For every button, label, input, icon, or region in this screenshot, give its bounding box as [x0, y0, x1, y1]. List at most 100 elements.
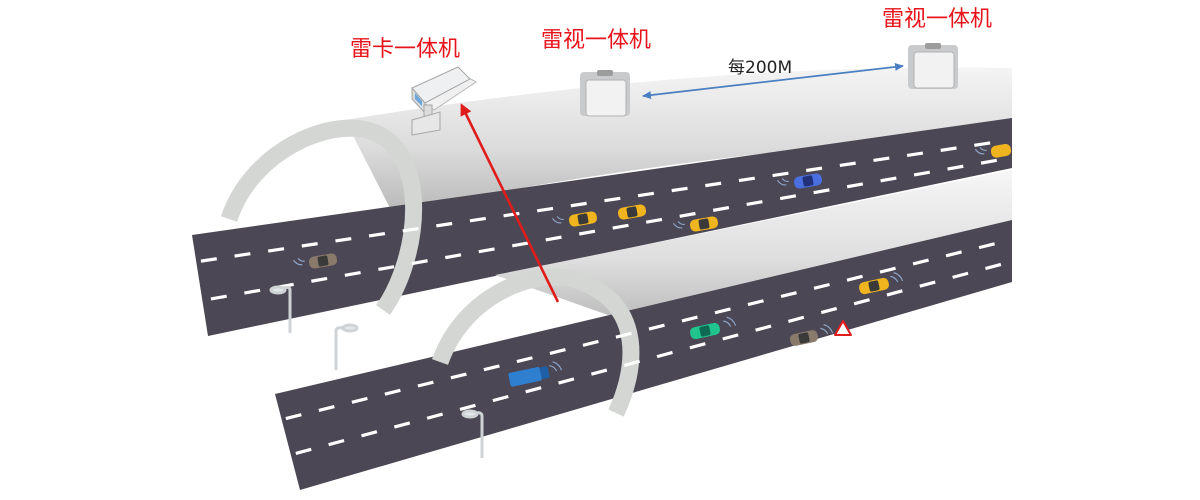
lane-dash	[417, 380, 434, 388]
lane-dash	[787, 315, 805, 323]
radar-video-unit-icon-2	[908, 43, 958, 89]
lane-dash	[712, 206, 730, 212]
lane-dash	[705, 181, 722, 188]
lane-dash	[459, 403, 476, 411]
lane-dash	[393, 421, 411, 429]
lane-dash	[947, 164, 964, 171]
lane-dash	[746, 200, 763, 207]
lane-dash	[492, 394, 509, 403]
lower-road	[275, 220, 1012, 490]
upper-tunnel-arch	[220, 119, 423, 315]
street-lamp-3	[461, 409, 484, 458]
lane-dash	[335, 237, 352, 243]
lane-markings	[200, 141, 1002, 455]
lane-dash	[301, 242, 318, 248]
lane-dash	[525, 386, 542, 394]
lane-dash	[846, 182, 864, 189]
radar-card-camera-icon	[411, 66, 477, 136]
lane-dash	[656, 350, 673, 359]
lane-dash	[637, 191, 655, 198]
car-upper-6	[974, 143, 1012, 158]
spacing-label: 每200M	[728, 58, 793, 78]
radar-video-unit-label-1: 雷视一体机	[541, 28, 652, 53]
lane-dash	[681, 315, 698, 323]
lane-dash	[604, 196, 621, 203]
lane-dash	[469, 216, 486, 223]
lane-dash	[483, 364, 500, 372]
upper-tunnel-body	[345, 67, 1012, 212]
lane-dash	[378, 265, 395, 272]
radar-video-unit-label-2: 雷视一体机	[882, 7, 993, 32]
lane-dash	[478, 247, 495, 254]
lane-dash	[445, 253, 462, 260]
lane-dash	[779, 194, 797, 201]
lane-dash	[879, 266, 896, 274]
spacing-dimension-line	[642, 62, 904, 100]
lane-dash	[558, 377, 575, 385]
lane-dash	[912, 258, 929, 266]
lane-dash	[978, 242, 995, 250]
lane-dash	[839, 161, 856, 168]
lane-dash	[952, 271, 969, 279]
lane-dash	[244, 288, 261, 295]
lane-dash	[886, 289, 903, 297]
lane-dash	[536, 206, 554, 213]
lane-dash	[813, 282, 830, 290]
lane-dash	[813, 188, 830, 195]
lane-dash	[436, 221, 453, 228]
lane-dash	[985, 262, 1002, 271]
lane-dash	[906, 151, 924, 157]
lane-dash	[772, 171, 789, 178]
lane-dash	[210, 294, 227, 301]
lane-dash	[318, 405, 335, 412]
lane-dash	[344, 270, 361, 277]
car-upper-3	[617, 204, 647, 220]
lane-dash	[980, 158, 998, 165]
car-upper-1	[292, 253, 338, 269]
lane-dash	[402, 226, 419, 233]
red-arrow	[460, 103, 560, 303]
lane-dash	[384, 388, 401, 396]
lane-dash	[295, 447, 312, 455]
radar-video-unit-icon-1	[580, 70, 630, 117]
lane-dash	[234, 252, 251, 258]
lane-dash	[645, 217, 663, 224]
lane-dash	[919, 280, 936, 288]
lane-dash	[648, 323, 665, 331]
lane-dash	[671, 186, 688, 193]
lane-dash	[913, 170, 931, 177]
lane-dash	[945, 250, 962, 258]
lane-dash	[311, 276, 328, 283]
lane-dash	[426, 412, 444, 420]
lane-dash	[846, 274, 863, 282]
lane-dash	[615, 331, 632, 339]
lane-dash	[582, 339, 599, 347]
lane-dash	[747, 299, 764, 307]
lane-dash	[612, 223, 629, 230]
lower-tunnel-body	[495, 170, 1012, 320]
lane-dash	[511, 241, 529, 248]
lane-dash	[361, 430, 378, 438]
truck-lower-1	[508, 361, 563, 387]
lane-dash	[805, 166, 823, 173]
lane-dash	[368, 231, 386, 238]
lane-dash	[411, 259, 428, 266]
car-lower-4	[859, 272, 904, 295]
lane-dash	[722, 333, 739, 341]
lane-dash	[714, 307, 731, 315]
lane-dash	[503, 211, 520, 218]
lane-dash	[974, 141, 991, 147]
lane-dash	[351, 396, 368, 404]
lane-dash	[328, 438, 345, 447]
car-lower-2	[690, 316, 737, 340]
lane-dash	[853, 298, 870, 306]
car-upper-5	[776, 173, 823, 189]
lane-dash	[820, 306, 838, 315]
lane-dash	[689, 342, 706, 350]
lane-dash	[578, 229, 596, 236]
warning-triangle-icon	[834, 320, 852, 336]
lane-dash	[873, 156, 890, 163]
lane-dash	[516, 356, 533, 364]
lane-dash	[940, 146, 957, 152]
